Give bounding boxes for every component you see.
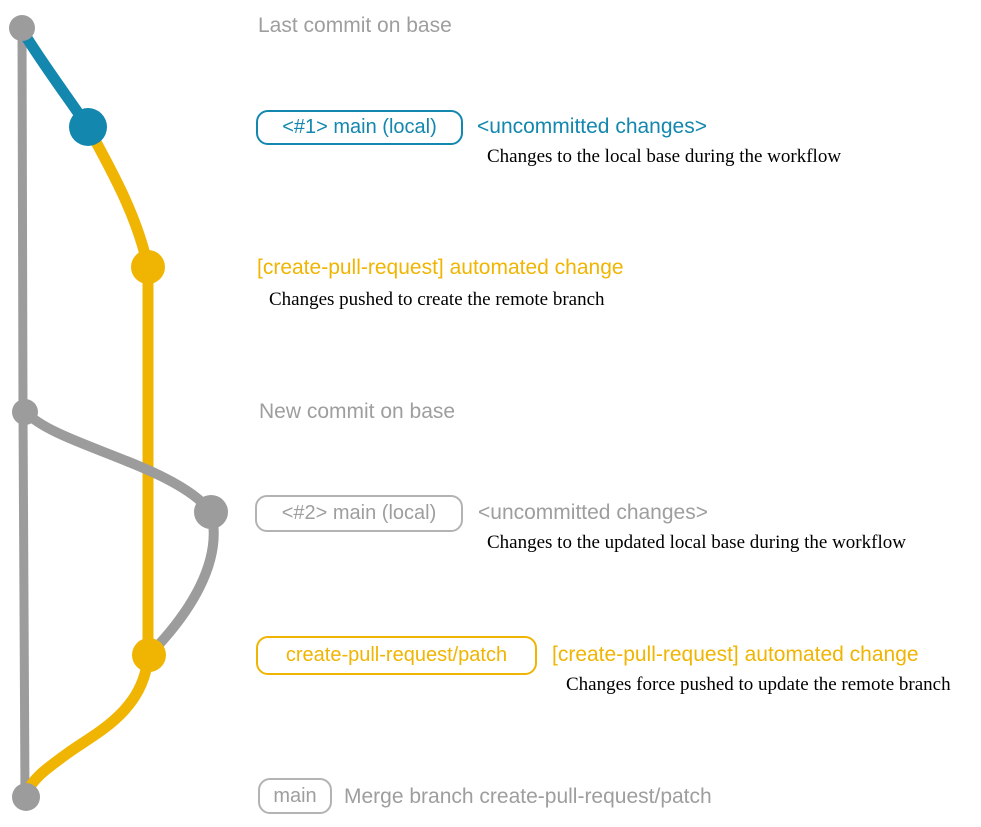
commit-node-new-base (12, 399, 38, 425)
branch-badge-main-local-1: <#1> main (local) (256, 110, 463, 145)
commit-message-automated-1: [create-pull-request] automated change (257, 256, 624, 279)
patch-merge-line (20, 649, 154, 800)
caption-merge-branch: Merge branch create-pull-request/patch (344, 785, 712, 808)
commit-message-uncommitted-2: <uncommitted changes> (478, 501, 708, 524)
commit-node-automated-2 (132, 638, 166, 672)
updated-main-branch-line (21, 407, 216, 517)
commit-node-last-base (9, 15, 35, 41)
commit-node-uncommitted-1 (69, 108, 107, 146)
commit-node-merge (12, 783, 40, 811)
branch-badge-main: main (258, 778, 332, 814)
commit-description-automated-1: Changes pushed to create the remote bran… (269, 289, 605, 310)
commit-description-uncommitted-1: Changes to the local base during the wor… (487, 146, 842, 167)
commit-node-automated-1 (131, 250, 165, 284)
caption-last-commit-on-base: Last commit on base (258, 14, 452, 37)
branch-badge-main-local-2: <#2> main (local) (255, 495, 463, 532)
force-push-line (145, 507, 219, 659)
commit-message-uncommitted-1: <uncommitted changes> (477, 115, 707, 138)
branch-badge-create-pull-request-patch: create-pull-request/patch (256, 636, 537, 675)
caption-new-commit-on-base: New commit on base (259, 400, 456, 423)
commit-description-uncommitted-2: Changes to the updated local base during… (487, 532, 906, 553)
commit-message-automated-2: [create-pull-request] automated change (552, 643, 919, 666)
commit-description-automated-2: Changes force pushed to update the remot… (566, 674, 951, 695)
commit-node-uncommitted-2 (194, 495, 228, 529)
patch-branch-line (82, 121, 154, 661)
